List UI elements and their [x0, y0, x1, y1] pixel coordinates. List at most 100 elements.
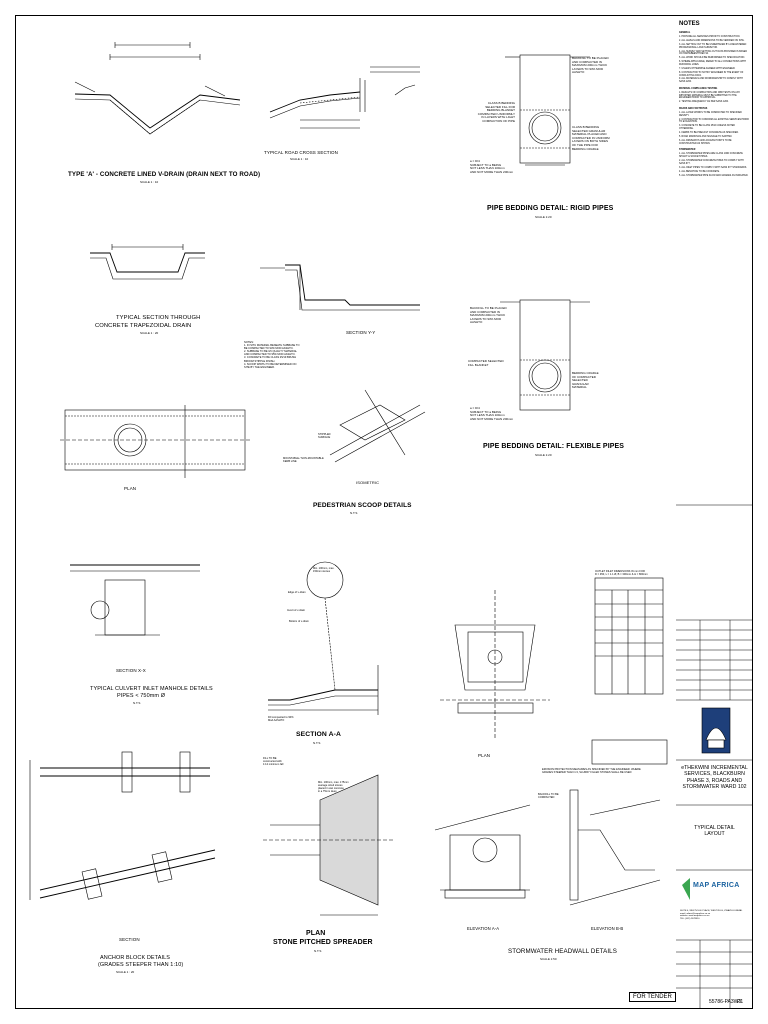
notes-roads-head: ROADS AND FOOTPATHS [679, 108, 708, 111]
trap-title-1: TYPICAL SECTION THROUGH [116, 315, 201, 321]
notes-general-head: GENERAL [679, 32, 691, 34]
flex-backfill-label: BACKFILL TO BE PLACED AND COMPACTED IN M… [470, 306, 507, 325]
note-line: 1. RESULTS OF COMPACTION AND CBR TESTS O… [679, 91, 740, 100]
note-line: 8. CONTRACTOR TO NOTIFY ENGINEER IN THE … [679, 71, 744, 77]
scoop-scale: N.T.S [350, 511, 358, 515]
for-tender-stamp: FOR TENDER [629, 992, 676, 1002]
section-yy-title: SECTION Y-Y [346, 330, 376, 335]
note-line: 7. UNLESS OTHERWISE AGREED WITH ENGINEER… [679, 67, 736, 70]
note-line: 1. ALL STORMWATER PIPES ARE CLASS 100D C… [679, 153, 743, 159]
scoop-mountable-label: MOUNTABLE / NON-MOUNTABLE KERB LINE [283, 457, 324, 464]
scoop-isometric [329, 389, 426, 463]
note-line: 3. ALL INLET PIPES TO COMPLY WITH SANS 6… [679, 166, 747, 169]
note-line: 3. ALL SETTING OUT TO BE UNDERTAKEN BY A… [679, 43, 747, 49]
section-xx-title: SECTION X-X [116, 668, 146, 673]
road-scale: SCALE 1 : 10 [290, 157, 309, 161]
notes-storm-head: STORMWATER [679, 149, 696, 152]
rigid-scale: SCALE 1:20 [535, 215, 552, 219]
anchor-title-1: ANCHOR BLOCK DETAILS [100, 955, 171, 961]
scoop-title: PEDESTRIAN SCOOP DETAILS [313, 502, 412, 509]
note-line: 3. CONCRETE TO BE CLASS 25/19 UNLESS NOT… [679, 125, 735, 131]
headwall-erosion-note: EROSION PROTECTION MEASURES AS SPECIFIED… [542, 768, 641, 775]
note-line: 4. KERBS TO BE PRECAST CONCRETE AS SPECI… [679, 132, 739, 135]
flexible-title: PIPE BEDDING DETAIL: FLEXIBLE PIPES [483, 443, 625, 450]
anchor-scale: SCALE 1 : 20 [116, 970, 135, 974]
manhole-dimension-note: OUTLET INLET DIMENSIONS IN mm FOR D = 45… [595, 570, 648, 577]
trap-scale: SCALE 1 : 20 [140, 331, 159, 335]
rigid-backfill-label: BACKFILL TO BE PLACED AND COMPACTED IN M… [572, 56, 609, 75]
stone-spreader-plan [263, 774, 395, 916]
revision: P1 [737, 999, 744, 1005]
drawing-title: TYPICAL DETAIL LAYOUT [678, 825, 751, 838]
anchor-block [29, 751, 216, 900]
drawing-number: 55786-PA3W3 [709, 999, 742, 1005]
flex-blanket-label: COMPACTED SELECTED FILL BLANKET [468, 359, 504, 367]
drawing-title-line: TYPICAL DETAIL [694, 825, 735, 831]
flex-sub-label: a = D/4 SUBJECT TO a BEING NOT LESS THAN… [470, 406, 514, 421]
secaa-fill-label: Fill compacted to 90% Mod AASHTO [268, 716, 294, 723]
manhole-plan [440, 590, 550, 740]
flex-cradle-label: BEDDING CRADLE OF COMPACTED SELECTED GRA… [572, 371, 599, 390]
scoop-plan-title: PLAN [124, 486, 137, 491]
map-africa-mark [682, 878, 690, 900]
manhole-plan-title: PLAN [478, 753, 491, 758]
secaa-stones-label: Min. 100mm, max. 150mm stones [313, 567, 335, 574]
rigid-title: PIPE BEDDING DETAIL: RIGID PIPES [487, 205, 614, 212]
headwall-elevation-aa [434, 804, 531, 899]
dome-logo [701, 707, 731, 754]
headwall-backfill-label: BACKFILL TO BE COMPACTED [538, 793, 559, 800]
note-line: 2. ALL STORMWATER CONCRETE PIPES TO COMP… [679, 160, 744, 165]
spreader-title: STONE PITCHED SPREADER [273, 939, 373, 946]
section-aa-scale: N.T.S [313, 741, 321, 745]
note-line: 1. PROVIDE ALL SERVICES PRIOR TO CONSTRU… [679, 35, 741, 38]
notes-testing-head: MATERIAL COMPLIANCE TESTING [679, 87, 718, 90]
scoop-stippled-label: STIPPLED SURFACE [318, 433, 331, 440]
rigid-pipe-bedding [505, 54, 590, 166]
isometric-title: ISOMETRIC [356, 480, 380, 485]
v-drain-section-aa [268, 561, 379, 715]
consultant-logo-text: MAP AFRICA [693, 882, 740, 889]
note-line: 6. WHERE APPLICABLE, REFER TO ALL CONNEC… [679, 61, 747, 66]
notes-body: GENERAL 1. PROVIDE ALL SERVICES PRIOR TO… [679, 32, 749, 179]
note-line: 5. ALL STORMWATER PIPE FLOW AND GRADES A… [679, 174, 749, 177]
trapezoidal-drain [90, 244, 205, 280]
project-line: SERVICES, BLACKBURN [684, 771, 745, 778]
note-line: 2. CONTRACTOR TO CONFIRM ALL EXISTING SE… [679, 118, 749, 124]
project-line: PHASE 3, ROADS AND [686, 777, 743, 784]
project-title: eTHEKWINI INCREMENTAL SERVICES, BLACKBUR… [678, 765, 751, 791]
vdrain-title: TYPE 'A' - CONCRETE LINED V-DRAIN (DRAIN… [68, 171, 261, 178]
drawing-area [15, 15, 675, 1009]
anchor-title-2: (GRADES STEEPER THAN 1:10) [98, 962, 184, 968]
headwall-elevation-bb [569, 789, 661, 906]
culvert-title-2: PIPES < 750mm Ø [117, 693, 166, 699]
dimension-table [591, 577, 668, 765]
flexible-scale: SCALE 1:20 [535, 453, 552, 457]
vdrain-scale: SCALE 1 : 10 [140, 180, 159, 184]
consultant-address: SUITE 4, WESTVILLE PLACE, WESTVILLE, KWA… [680, 910, 743, 921]
note-line: 2. ALL LEVELS AND DIMENSIONS TO BE VERIF… [679, 39, 745, 42]
rigid-fill-label: CLASS B BEDDING SELECTED FILL FOR BEDDIN… [477, 101, 515, 123]
secaa-edge-label: Edge of v-drain [288, 591, 306, 594]
spreader-scale: N.T.S [314, 949, 322, 953]
drawing-title-line: LAYOUT [704, 831, 725, 838]
titleblock-lines [676, 504, 753, 1009]
elevation-bb-title: ELEVATION B-B [591, 926, 624, 931]
note-line: 9. ALL MATERIALS AND WORKMANSHIP TO COMP… [679, 78, 743, 84]
scoop-section-yy [260, 264, 420, 311]
culvert-section-xx [70, 564, 200, 636]
headwall-scale: SCALE 1:50 [540, 957, 557, 961]
constructed-note: FILL TO BE constructed with 1:12 minimum… [263, 757, 284, 767]
note-line: 2. TESTING FREQUENCY AS PER SANS 1200. [679, 101, 729, 104]
secaa-invert-label: Invert of v-drain [287, 609, 306, 612]
road-cross-section [269, 66, 420, 129]
note-line: 6. ALL DRIVEWAYS AND ACCESS POINTS TO BE… [679, 139, 732, 145]
scoop-plan [60, 405, 250, 478]
road-title: TYPICAL ROAD CROSS SECTION [264, 150, 338, 155]
culvert-scale: N.T.S [133, 701, 141, 705]
notes-heading: NOTES [679, 21, 700, 27]
trap-title-2: CONCRETE TRAPEZOIDAL DRAIN [95, 323, 192, 329]
rigid-sub-label: a = D/4 SUBJECT TO a BEING NOT LESS THAN… [470, 159, 514, 174]
note-line: 1. ALL LAYER WORKS TO BE COMPACTED TO SP… [679, 112, 742, 117]
note-line: 5. ALL WORK SHOULD BE PERFORMED TO SPECI… [679, 57, 745, 60]
note-line: 4. ALL BENCHING TO BE CONCRETE. [679, 170, 720, 173]
